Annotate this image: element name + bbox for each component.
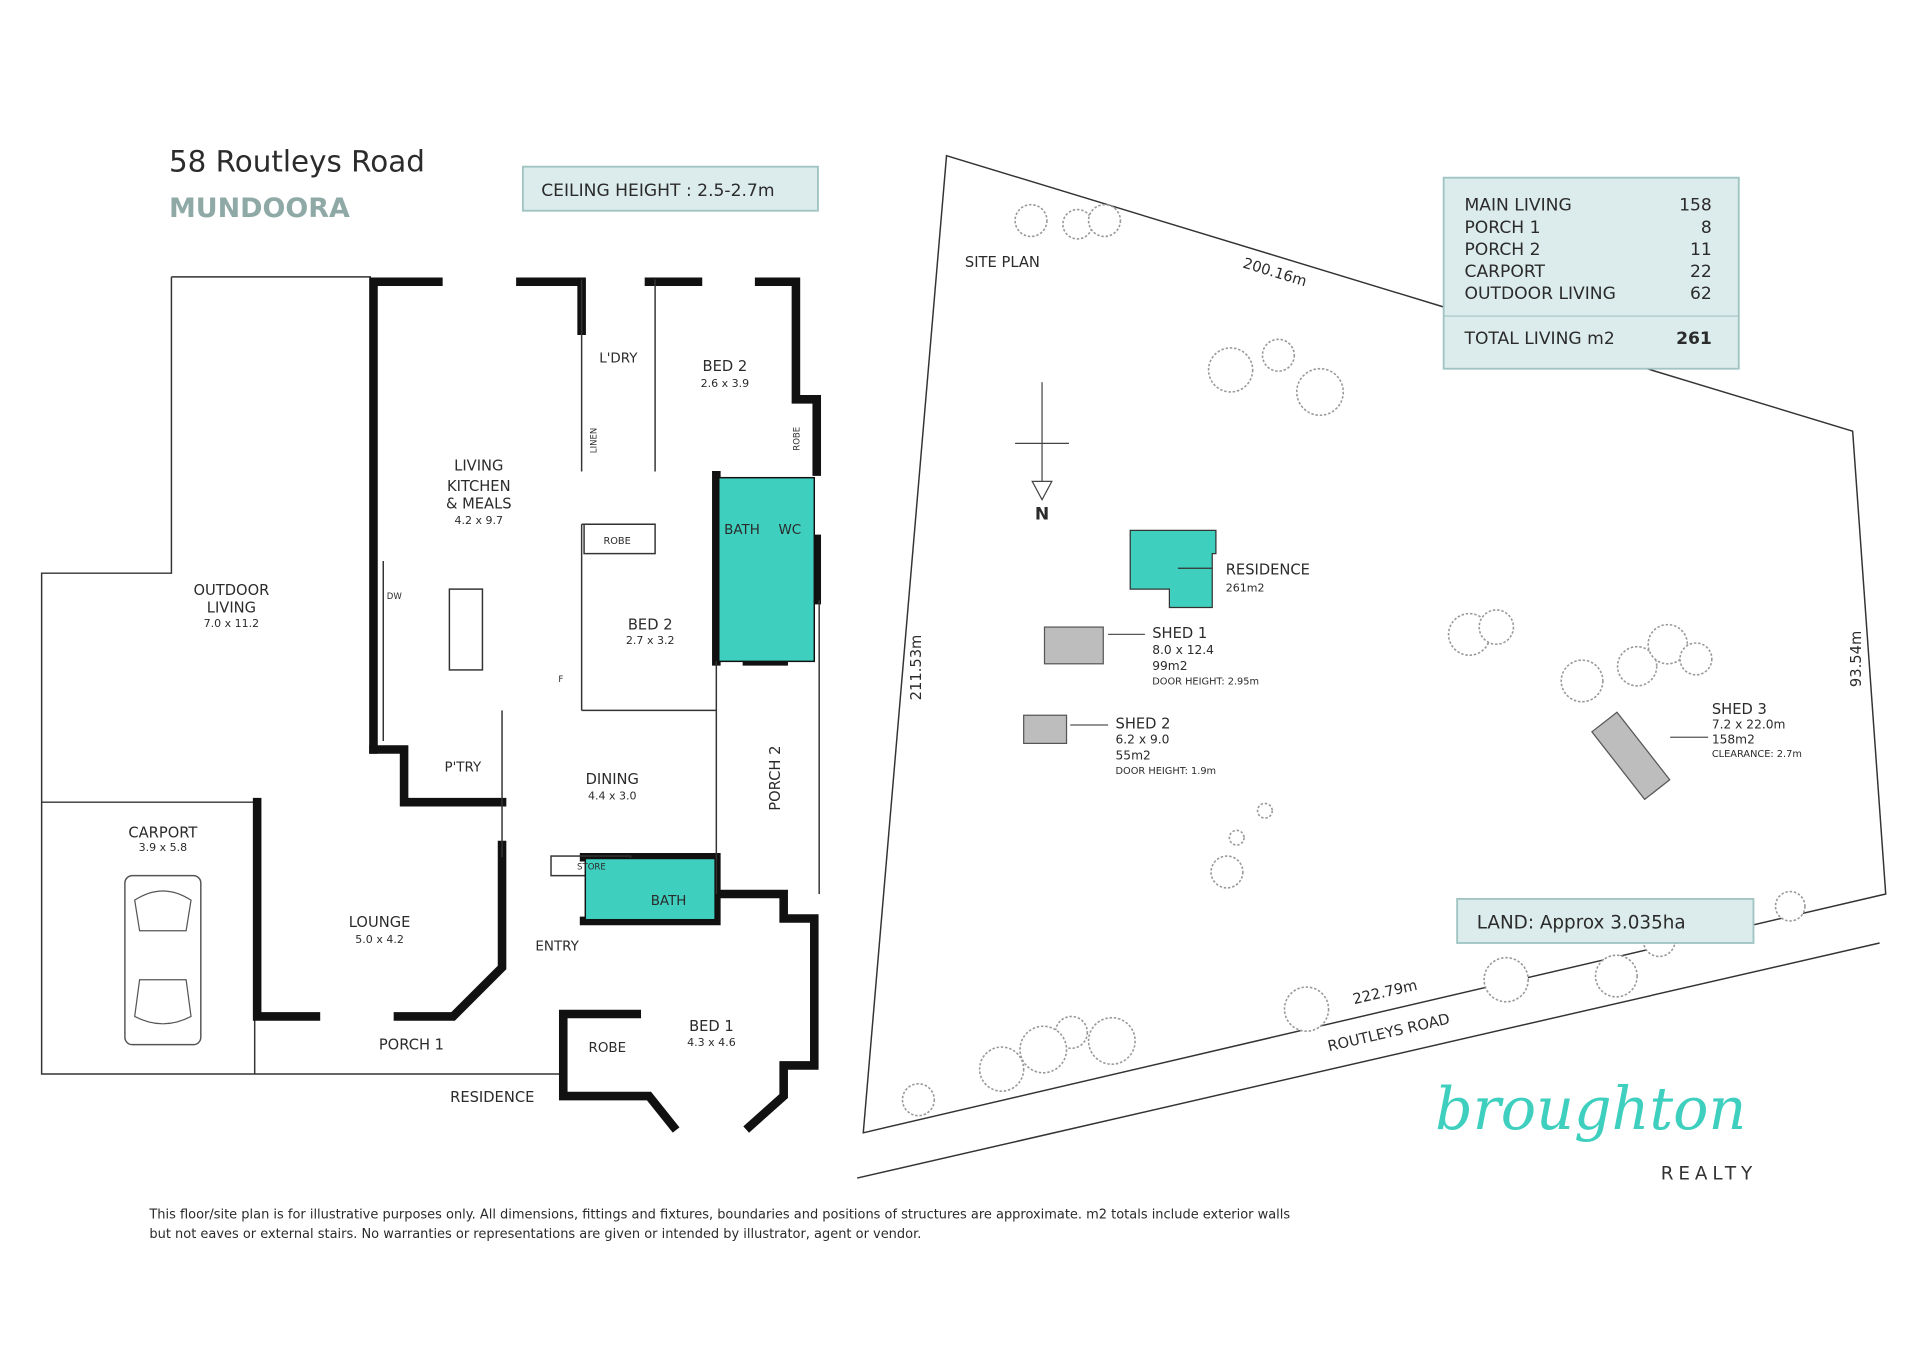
shed-2-area: 55m2 (1116, 748, 1151, 762)
room-dining: DINING (586, 771, 639, 788)
shed-1-note: DOOR HEIGHT: 2.95m (1152, 677, 1259, 688)
room-dims: 7.0 x 11.2 (204, 617, 260, 630)
room-dims: 4.2 x 9.7 (454, 514, 503, 527)
shed-1-area: 99m2 (1152, 659, 1187, 673)
north-arrow-icon (1015, 382, 1069, 502)
room-lounge: LOUNGE (349, 914, 411, 931)
room-pantry: P'TRY (444, 761, 482, 776)
area-value: 11 (1690, 240, 1712, 260)
room-robe: ROBE (603, 536, 630, 547)
shed-3-area: 158m2 (1712, 732, 1755, 746)
shed-2-note: DOOR HEIGHT: 1.9m (1116, 766, 1217, 777)
logo-word: REALTY (1661, 1163, 1757, 1184)
room-dims: 2.7 x 3.2 (626, 634, 675, 647)
total-label: TOTAL LIVING m2 (1463, 329, 1614, 349)
land-area-label: LAND: Approx 3.035ha (1477, 912, 1686, 933)
boundary-right: 93.54m (1848, 631, 1865, 687)
shed-3-footprint (1591, 711, 1709, 801)
boundary-left: 211.53m (908, 635, 925, 701)
room-bed-1: BED 1 (689, 1018, 734, 1035)
room-wc: WC (778, 523, 801, 538)
room-bath-1: BATH (724, 523, 760, 538)
shed-2-name: SHED 2 (1116, 716, 1171, 733)
residence-name: RESIDENCE (1226, 561, 1310, 578)
area-label: CARPORT (1464, 262, 1545, 282)
room-kitchen: KITCHEN (447, 478, 511, 495)
room-living: LIVING (454, 457, 503, 474)
room-outdoor-living: OUTDOOR (193, 582, 269, 599)
room-porch-2: PORCH 2 (767, 746, 784, 811)
shed-1-dims: 8.0 x 12.4 (1152, 643, 1214, 657)
room-bed-2b: BED 2 (628, 617, 673, 634)
road-line (856, 942, 1880, 1179)
fridge-label: F (558, 675, 563, 685)
shed-2-footprint (1023, 714, 1109, 745)
area-value: 22 (1690, 262, 1712, 282)
trees (901, 203, 1806, 1117)
room-dims: 2.6 x 3.9 (701, 377, 750, 390)
room-porch-1: PORCH 1 (379, 1037, 444, 1054)
address-title: 58 Routleys Road (169, 145, 425, 179)
ceiling-height-label: CEILING HEIGHT : 2.5-2.7m (541, 181, 774, 201)
room-store: STORE (577, 863, 606, 873)
shed-2-dims: 6.2 x 9.0 (1116, 732, 1170, 746)
shed-1-footprint (1043, 626, 1145, 665)
room-bed-2a: BED 2 (703, 358, 748, 375)
disclaimer-line-2: but not eaves or external stairs. No war… (149, 1227, 921, 1242)
area-value: 62 (1690, 284, 1712, 304)
suburb-title: MUNDOORA (169, 193, 350, 224)
area-value: 158 (1679, 196, 1712, 216)
room-robe: ROBE (589, 1041, 627, 1056)
room-robe: ROBE (793, 427, 803, 451)
room-bath-2: BATH (651, 894, 687, 909)
property-boundary (862, 154, 1887, 1134)
broughton-realty-logo: broughton REALTY (1435, 1074, 1757, 1184)
shed-3-name: SHED 3 (1712, 701, 1767, 718)
dishwasher-label: DW (387, 592, 403, 602)
shed-1-name: SHED 1 (1152, 625, 1207, 642)
ceiling-height-box: CEILING HEIGHT : 2.5-2.7m (521, 165, 819, 212)
room-dims: 4.3 x 4.6 (687, 1036, 736, 1049)
bath-2-fill (584, 857, 716, 921)
room-dims: 3.9 x 5.8 (139, 841, 188, 854)
area-label: PORCH 2 (1464, 240, 1540, 260)
room-laundry: L'DRY (599, 352, 638, 367)
room-linen: LINEN (589, 428, 599, 454)
shed-3-note: CLEARANCE: 2.7m (1712, 749, 1802, 760)
total-value: 261 (1676, 329, 1712, 349)
land-area-box: LAND: Approx 3.035ha (1456, 897, 1755, 944)
area-label: MAIN LIVING (1464, 196, 1571, 216)
disclaimer-line-1: This floor/site plan is for illustrative… (148, 1207, 1290, 1222)
bath-1-fill (718, 476, 816, 663)
boundary-bottom: 222.79m (1351, 977, 1419, 1008)
area-schedule: MAIN LIVING 158 PORCH 1 8 PORCH 2 11 CAR… (1442, 176, 1740, 370)
road-name: ROUTLEYS ROAD (1326, 1011, 1451, 1056)
area-value: 8 (1701, 218, 1712, 238)
logo-script: broughton (1435, 1074, 1746, 1143)
room-entry: ENTRY (535, 939, 579, 954)
shed-3-dims: 7.2 x 22.0m (1712, 718, 1786, 732)
residence-area: 261m2 (1226, 582, 1265, 595)
boundary-top: 200.16m (1241, 255, 1309, 290)
room-outdoor-living-2: LIVING (207, 599, 256, 616)
room-dims: 4.4 x 3.0 (588, 790, 637, 803)
area-label: OUTDOOR LIVING (1464, 284, 1615, 304)
site-plan-title: SITE PLAN (965, 254, 1040, 271)
car-icon (124, 874, 202, 1046)
area-label: PORCH 1 (1464, 218, 1540, 238)
north-label: N (1035, 504, 1049, 524)
residence-footprint (1129, 529, 1217, 609)
room-dims: 5.0 x 4.2 (355, 933, 404, 946)
floor-plan: OUTDOOR LIVING 7.0 x 11.2 CARPORT 3.9 x … (40, 276, 822, 1133)
residence-caption: RESIDENCE (450, 1089, 534, 1106)
room-carport: CARPORT (128, 825, 198, 842)
room-meals: & MEALS (446, 495, 512, 512)
